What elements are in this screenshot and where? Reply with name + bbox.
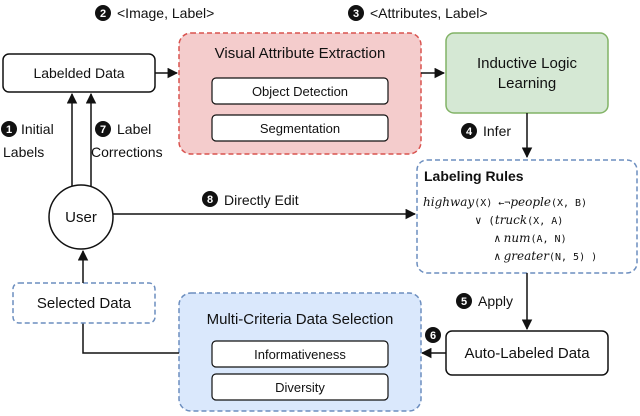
rule-line-3: ∧num(A, N) bbox=[494, 231, 567, 245]
auto-labeled-data-node[interactable]: Auto-Labeled Data bbox=[445, 330, 609, 376]
step-4-badge bbox=[461, 123, 477, 139]
step-4-text: Infer bbox=[483, 123, 511, 139]
step-8-number: 8 bbox=[207, 194, 213, 206]
step-2-badge bbox=[95, 5, 111, 21]
informativeness-label: Informativeness bbox=[254, 347, 346, 362]
step-2-label: 2 <Image, Label> bbox=[95, 5, 214, 21]
step-2-text: <Image, Label> bbox=[117, 5, 214, 21]
step-3-badge bbox=[348, 5, 364, 21]
step-1-badge bbox=[1, 121, 17, 137]
object-detection-box[interactable]: Object Detection bbox=[211, 77, 389, 105]
selected-data-label: Selected Data bbox=[37, 295, 132, 312]
step-8-badge bbox=[202, 191, 218, 207]
informativeness-box[interactable]: Informativeness bbox=[211, 340, 389, 368]
auto-labeled-label: Auto-Labeled Data bbox=[464, 345, 590, 362]
step-3-label: 3 <Attributes, Label> bbox=[348, 5, 488, 21]
step-3-text: <Attributes, Label> bbox=[370, 5, 488, 21]
step-1-text-line2: Labels bbox=[3, 144, 44, 160]
step-8-text: Directly Edit bbox=[224, 192, 299, 208]
labeling-rules-title: Labeling Rules bbox=[424, 168, 524, 184]
visual-attribute-extraction-group[interactable]: Visual Attribute Extraction Object Detec… bbox=[178, 32, 422, 155]
mcds-title: Multi-Criteria Data Selection bbox=[207, 311, 394, 328]
step-3-number: 3 bbox=[353, 8, 359, 20]
step-7-text-line1: Label bbox=[117, 121, 151, 137]
object-detection-label: Object Detection bbox=[252, 84, 348, 99]
rule-line-1: highway(X) ←¬people(X, B) bbox=[423, 195, 587, 209]
step-5-text: Apply bbox=[478, 293, 513, 309]
step-1-number: 1 bbox=[6, 124, 12, 136]
diversity-label: Diversity bbox=[275, 380, 325, 395]
labeled-data-label: Labelded Data bbox=[33, 65, 124, 81]
user-label: User bbox=[65, 209, 97, 226]
vae-title: Visual Attribute Extraction bbox=[215, 45, 386, 62]
step-7-label: 7 Label Corrections bbox=[91, 121, 163, 160]
rule-line-4: ∧greater(N, 5) ) bbox=[494, 249, 597, 263]
step-1-text-line1: Initial bbox=[21, 121, 54, 137]
step-2-number: 2 bbox=[100, 8, 106, 20]
step-7-badge bbox=[95, 121, 111, 137]
step-5-number: 5 bbox=[461, 296, 467, 308]
segmentation-label: Segmentation bbox=[260, 121, 340, 136]
step-5-badge bbox=[456, 293, 472, 309]
user-node[interactable]: User bbox=[48, 184, 114, 250]
diversity-box[interactable]: Diversity bbox=[211, 373, 389, 401]
ilp-label-line2: Learning bbox=[498, 75, 556, 92]
segmentation-box[interactable]: Segmentation bbox=[211, 114, 389, 142]
ilp-label-line1: Inductive Logic bbox=[477, 55, 578, 72]
step-1-label: 1 Initial Labels bbox=[1, 121, 54, 160]
connector-mcds-to-selected bbox=[82, 323, 179, 354]
step-4-label: 4 Infer bbox=[461, 123, 511, 139]
inductive-logic-learning-node[interactable]: Inductive Logic Learning bbox=[445, 32, 609, 114]
selected-data-node[interactable]: Selected Data bbox=[12, 282, 156, 324]
step-4-number: 4 bbox=[466, 126, 473, 138]
step-7-text-line2: Corrections bbox=[91, 144, 163, 160]
step-8-label: 8 Directly Edit bbox=[202, 191, 299, 208]
step-7-number: 7 bbox=[100, 124, 106, 136]
multi-criteria-data-selection-group[interactable]: Multi-Criteria Data Selection Informativ… bbox=[178, 292, 422, 412]
step-6-number: 6 bbox=[430, 330, 436, 342]
step-5-label: 5 Apply bbox=[456, 293, 513, 309]
labeled-data-node[interactable]: Labelded Data bbox=[2, 53, 156, 93]
labeling-rules-box[interactable]: Labeling Rules highway(X) ←¬people(X, B)… bbox=[416, 159, 638, 274]
step-6-badge bbox=[425, 327, 441, 343]
step-6-label: 6 bbox=[425, 327, 441, 343]
rule-line-2: ∨ (truck(X, A) bbox=[475, 213, 563, 227]
